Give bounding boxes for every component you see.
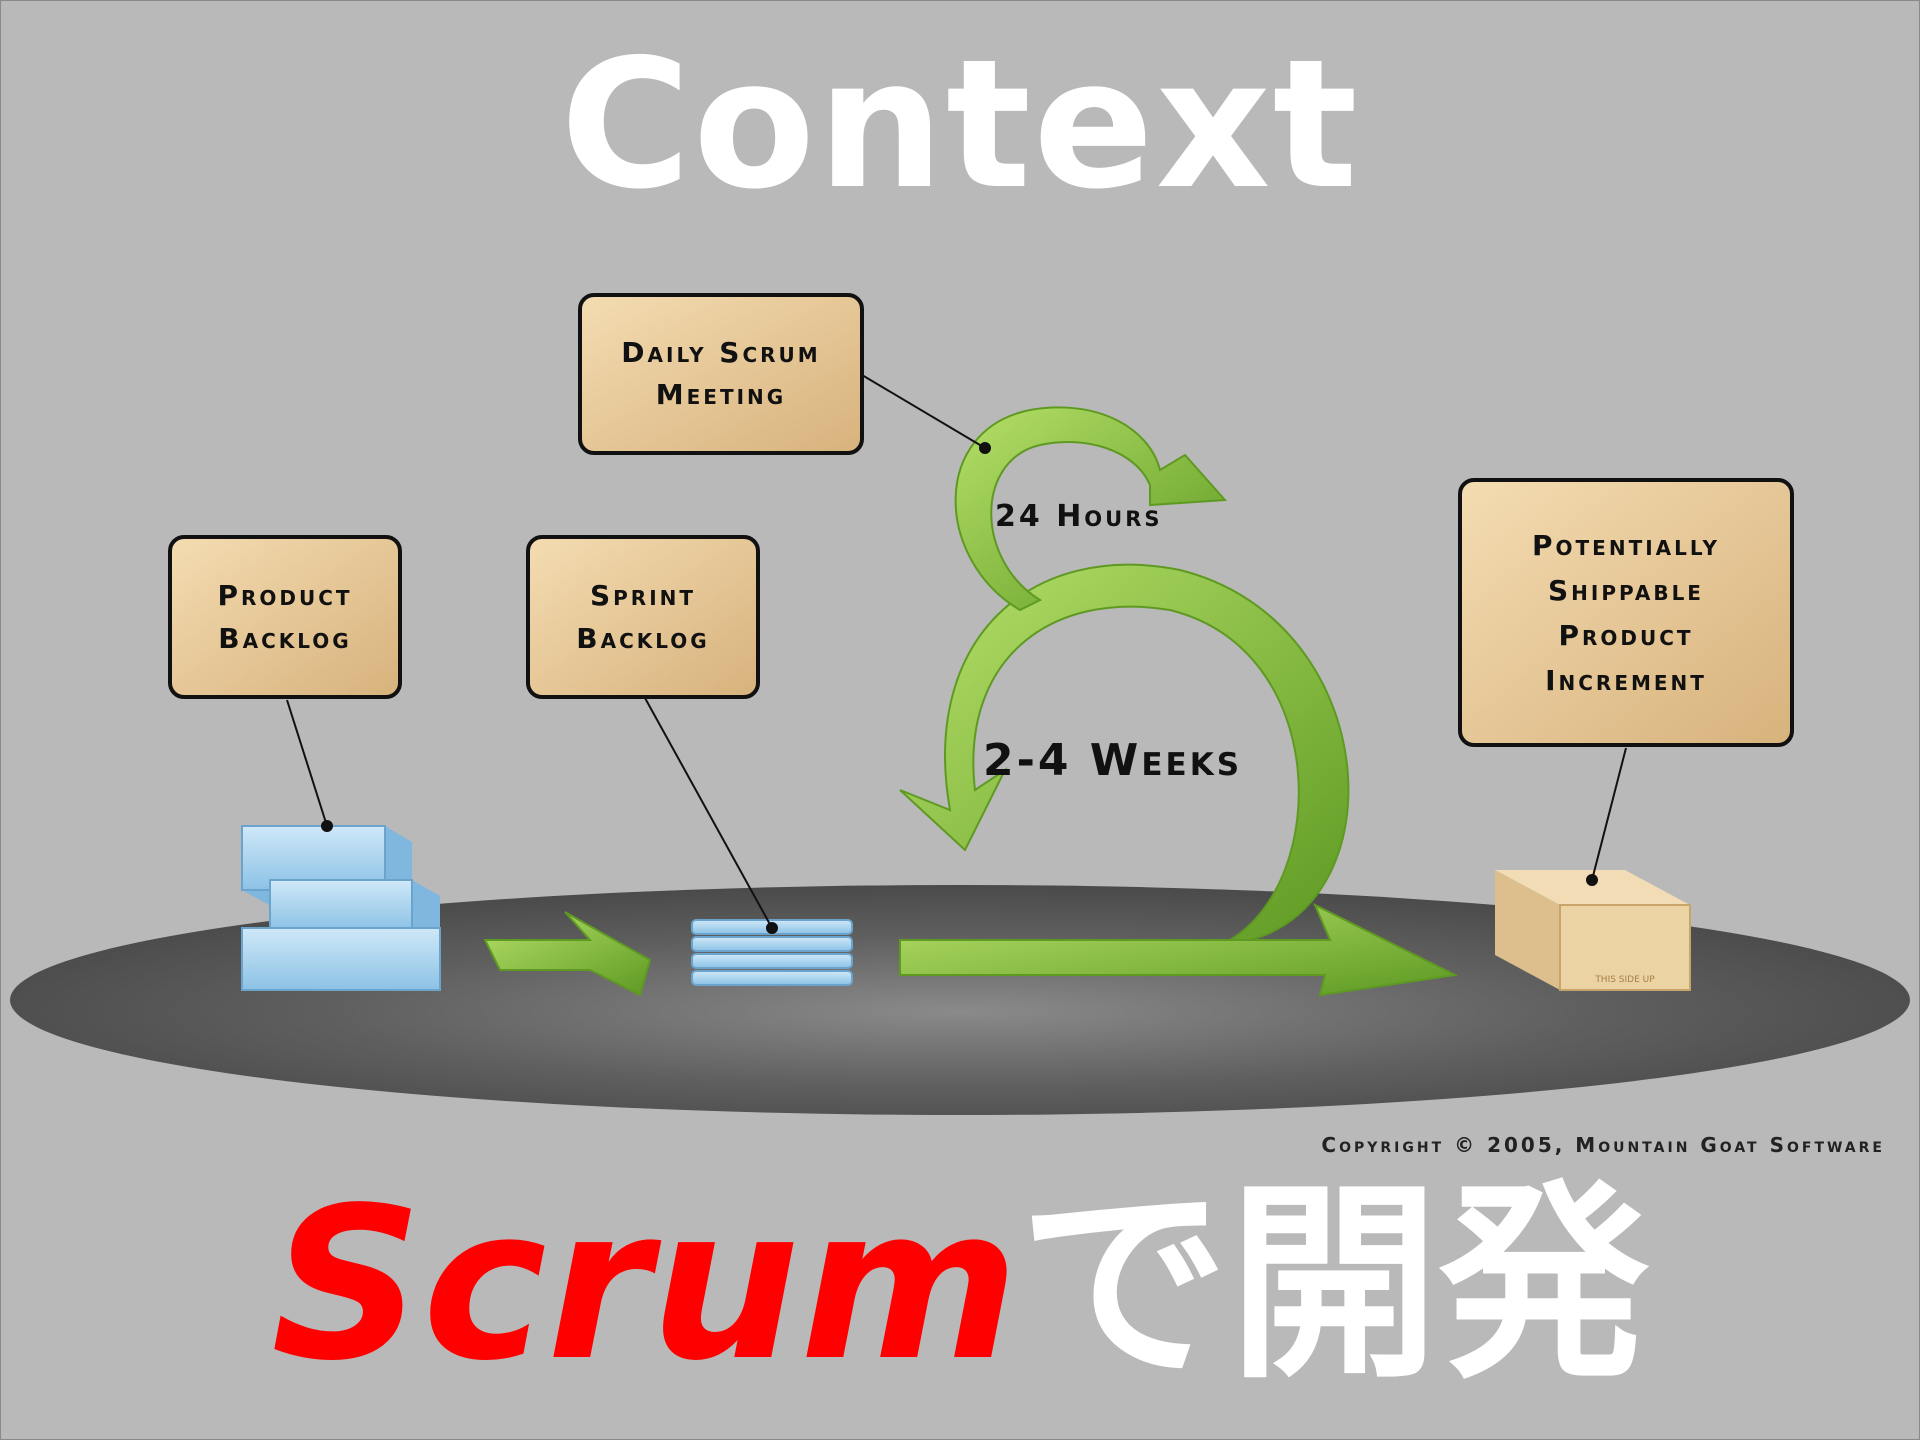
product-backlog-box: Product Backlog bbox=[168, 535, 402, 699]
sprint-backlog-line2: Backlog bbox=[576, 622, 709, 655]
daily-scrum-line1: Daily Scrum bbox=[621, 336, 820, 369]
sprint-loop-arrow bbox=[899, 563, 1459, 997]
bottom-caption-japanese: で開発 bbox=[1018, 1162, 1649, 1407]
increment-line4: Increment bbox=[1545, 664, 1707, 697]
increment-box: Potentially Shippable Product Increment bbox=[1458, 478, 1794, 747]
weeks-label: 2-4 Weeks bbox=[983, 735, 1242, 786]
increment-line1: Potentially bbox=[1532, 529, 1720, 562]
bottom-caption-scrum: Scrum bbox=[271, 1162, 1019, 1407]
increment-line3: Product bbox=[1558, 619, 1693, 652]
product-backlog-line2: Backlog bbox=[218, 622, 351, 655]
small-arrow-icon bbox=[483, 911, 652, 997]
slide-title: Context bbox=[560, 21, 1360, 228]
increment-line2: Shippable bbox=[1548, 574, 1704, 607]
daily-scrum-line2: Meeting bbox=[656, 378, 786, 411]
platform-ellipse bbox=[10, 885, 1910, 1115]
daily-scrum-box: Daily Scrum Meeting bbox=[578, 293, 864, 455]
hours-label: 24 Hours bbox=[995, 499, 1163, 534]
connector-lines bbox=[286, 374, 1627, 934]
shipping-box-icon: THIS SIDE UP bbox=[1495, 870, 1691, 991]
sprint-backlog-box: Sprint Backlog bbox=[526, 535, 760, 699]
bottom-caption: Scrumで開発 bbox=[0, 1160, 1920, 1410]
copyright-text: Copyright © 2005, Mountain Goat Software bbox=[1321, 1133, 1885, 1157]
sprint-backlog-line1: Sprint bbox=[590, 579, 696, 612]
product-backlog-stack bbox=[241, 825, 441, 991]
product-backlog-line1: Product bbox=[217, 579, 352, 612]
daily-loop-arrow bbox=[954, 406, 1228, 612]
box-stamp-text: THIS SIDE UP bbox=[1594, 975, 1655, 985]
